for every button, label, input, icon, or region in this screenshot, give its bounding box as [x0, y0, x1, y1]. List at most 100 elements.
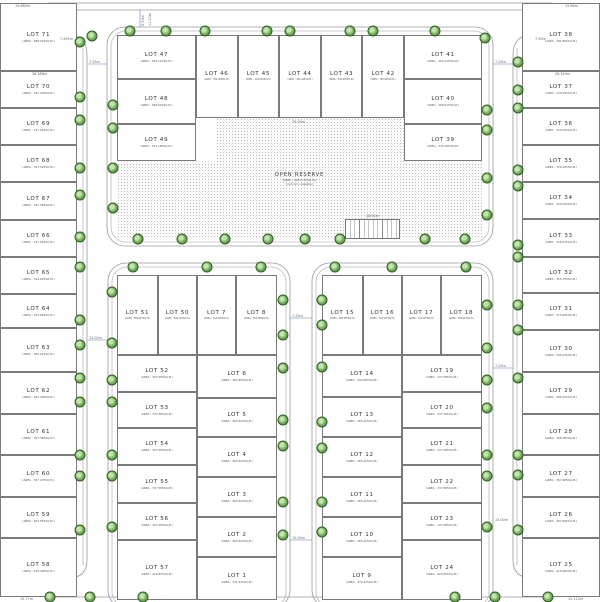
lot-area: (AREA : 491.855SQ.M.): [544, 38, 578, 43]
lot-5: LOT 5(AREA : 365.425SQ.M.): [197, 398, 277, 437]
dim-top-left: 15.680m: [15, 4, 31, 8]
lot-area: (AREA : 365.425SQ.M.): [345, 498, 379, 503]
lot-12: LOT 12(AREA : 365.425SQ.M.): [322, 437, 402, 477]
lot-label: LOT 41: [431, 51, 455, 58]
lot-11: LOT 11(AREA : 365.425SQ.M.): [322, 477, 402, 517]
lot-area: (AREA : 329.195SQ.M.): [544, 128, 578, 132]
lot-area: (AREA : 365.425SQ.M.): [220, 498, 254, 503]
dim-road-west: 7.25m: [89, 60, 100, 64]
tree-icon: [277, 362, 289, 374]
lot-area: (AREA : 368.645SQ.M.): [448, 316, 475, 320]
tree-icon: [512, 324, 524, 336]
lot-label: LOT 23: [430, 516, 454, 522]
lot-label: LOT 69: [26, 121, 51, 127]
lot-area: (AREA : 366.535SQ.M.): [544, 352, 578, 357]
lot-area: (AREA : 392.005SQ.M.): [329, 78, 355, 81]
tree-icon: [74, 36, 86, 48]
tree-icon: [460, 261, 472, 273]
lot-label: LOT 15: [330, 309, 355, 316]
lot-area: (AREA : 392.005SQ.M.): [245, 78, 271, 81]
lot-area: (AREA : 344.505SQ.M.): [164, 316, 191, 320]
lot-area: (AREA : 368.285SQ.M.): [329, 316, 356, 320]
tree-icon: [74, 449, 86, 461]
lot-area: (AREA : 332.185SQ.M.): [426, 144, 460, 148]
lot-label: LOT 46: [205, 71, 229, 77]
lot-label: LOT 71: [26, 31, 51, 38]
tree-icon: [277, 496, 289, 508]
lot-47: LOT 47(AREA : 394.115SQ.M.): [117, 35, 196, 79]
lot-area: (AREA : 314.665SQ.M.): [22, 312, 55, 317]
lot-7: LOT 7(AREA : 344.505SQ.M.): [197, 275, 236, 355]
tree-icon: [107, 162, 119, 174]
tree-icon: [176, 233, 188, 245]
tree-icon: [74, 372, 86, 384]
tree-icon: [74, 91, 86, 103]
lot-label: LOT 55: [145, 478, 169, 485]
lot-label: LOT 35: [549, 158, 573, 164]
lot-36: LOT 36(AREA : 329.195SQ.M.): [522, 108, 600, 145]
lot-label: LOT 68: [26, 158, 51, 164]
lot-66: LOT 66(AREA : 327.655SQ.M.): [0, 220, 77, 257]
open-reserve-label: OPEN RESERVE: [274, 171, 325, 178]
lot-label: LOT 5: [227, 412, 247, 418]
lot-48: LOT 48(AREA : 398.615SQ.M.): [117, 79, 196, 124]
lot-label: LOT 9: [352, 573, 372, 579]
lot-area: (AREA : 337.585SQ.M.): [425, 523, 459, 527]
lot-area: (AREA : 365.425SQ.M.): [220, 458, 254, 463]
lot-64: LOT 64(AREA : 314.665SQ.M.): [0, 294, 77, 328]
lot-area: (AREA : 337.585SQ.M.): [425, 448, 459, 452]
tree-icon: [386, 261, 398, 273]
lot-label: LOT 3: [227, 491, 247, 498]
dim-reserve-width: 70.00m: [292, 120, 306, 124]
lot-area: (AREA : 337.585SQ.M.): [425, 375, 459, 379]
lot-label: LOT 48: [144, 96, 169, 102]
tree-icon: [44, 591, 56, 602]
lot-area: (AREA : 367.385SQ.M.): [22, 436, 55, 440]
lot-area: (AREA : 332.185SQ.M.): [140, 144, 173, 148]
lot-label: LOT 56: [145, 516, 169, 522]
lot-label: LOT 12: [350, 451, 374, 458]
dim-road-center: 7.25m: [292, 314, 303, 318]
lot-52: LOT 52(AREA : 337.585SQ.M.): [117, 355, 197, 392]
tree-icon: [277, 294, 289, 306]
dim-road-top-2: 5.50m: [141, 15, 145, 26]
tree-icon: [74, 261, 86, 273]
lot-59: LOT 59(AREA : 367.555SQ.M.): [0, 497, 77, 538]
tree-icon: [479, 32, 491, 44]
lot-area: (AREA : 392.895SQ.M.): [345, 377, 379, 382]
lot-label: LOT 62: [26, 387, 51, 394]
tree-icon: [74, 314, 86, 326]
lot-area: (AREA : 327.655SQ.M.): [22, 240, 55, 244]
lot-label: LOT 54: [145, 441, 169, 447]
lot-label: LOT 17: [409, 309, 434, 316]
tree-icon: [74, 231, 86, 243]
lot-label: LOT 32: [549, 269, 573, 276]
lot-label: LOT 2: [227, 531, 247, 538]
lot-44: LOT 44(AREA : 392.005SQ.M.): [279, 35, 321, 118]
tree-icon: [124, 25, 136, 37]
tree-icon: [106, 396, 118, 408]
tree-icon: [481, 470, 493, 482]
lot-41: LOT 41(AREA : 394.115SQ.M.): [404, 35, 482, 79]
lot-67: LOT 67(AREA : 327.585SQ.M.): [0, 182, 77, 220]
tree-icon: [512, 372, 524, 384]
lot-area: (AREA : 315.755SQ.M.): [544, 276, 578, 281]
lot-62: LOT 62(AREA : 367.305SQ.M.): [0, 372, 77, 414]
lot-area: (AREA : 365.425SQ.M.): [220, 419, 254, 423]
lot-area: (AREA : 420.855SQ.M.): [140, 571, 174, 576]
tree-icon: [316, 361, 328, 373]
lot-71: LOT 71(AREA : 488.415SQ.M.): [0, 3, 77, 71]
lot-58: LOT 58(AREA : 418.405SQ.M.): [0, 538, 77, 597]
lot-37: LOT 37(AREA : 329.295SQ.M.): [522, 71, 600, 108]
tree-icon: [367, 25, 379, 37]
lot-63: LOT 63(AREA : 365.675SQ.M.): [0, 328, 77, 372]
lot-6: LOT 6(AREA : 392.895SQ.M.): [197, 355, 277, 398]
lot-label: LOT 7: [206, 309, 227, 316]
lot-25: LOT 25(AREA : 418.985SQ.M.): [522, 538, 600, 597]
lot-18: LOT 18(AREA : 368.645SQ.M.): [441, 275, 482, 355]
lot-area: (AREA : 366.085SQ.M.): [544, 436, 578, 440]
tree-icon: [512, 164, 524, 176]
lot-8: LOT 8(AREA : 368.285SQ.M.): [236, 275, 277, 355]
lot-label: LOT 42: [371, 71, 395, 77]
tree-icon: [481, 172, 493, 184]
